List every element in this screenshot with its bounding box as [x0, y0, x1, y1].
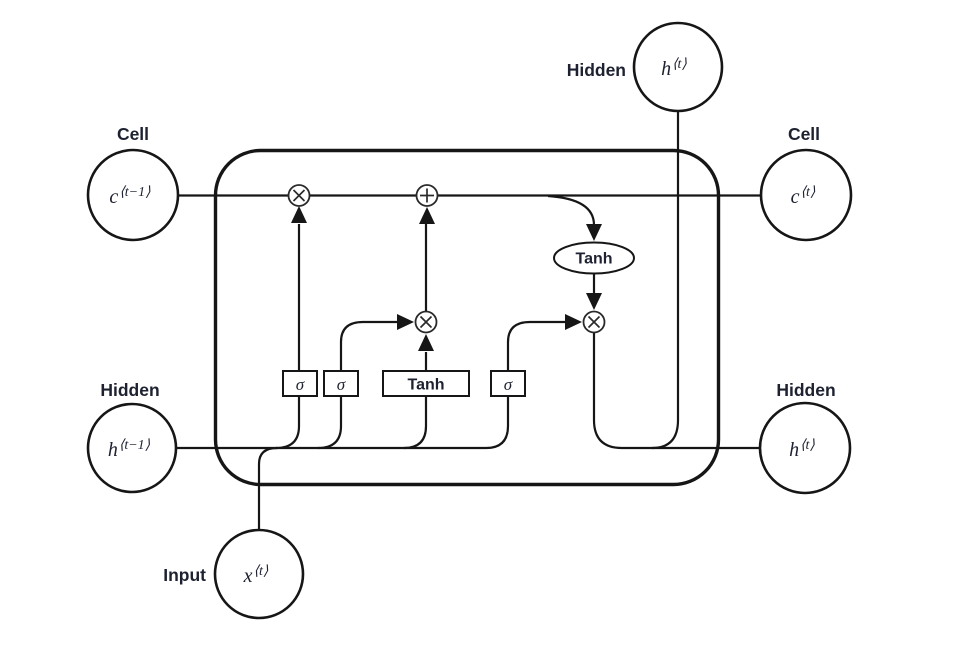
state-value: h⟨t⟩: [661, 57, 687, 80]
state-circle: [759, 148, 853, 242]
forget-multiply-node: [287, 184, 311, 207]
node-label: Input: [163, 565, 206, 585]
input-gate: σ: [323, 370, 359, 397]
node-label: Cell: [117, 124, 149, 144]
state-value: h⟨t⟩: [789, 438, 815, 461]
right-hidden-node: h⟨t⟩ Hidden: [758, 380, 852, 495]
input-node: x⟨t⟩ Input: [163, 528, 305, 620]
input-gate-branch-upper: [339, 320, 398, 371]
arrow-into-forget-multiply: [291, 206, 307, 223]
arrow-into-output-multiply-top: [586, 293, 602, 310]
sigma-box: [490, 370, 526, 397]
cell-tanh-activation: Tanh: [553, 241, 635, 275]
state-circle: [632, 21, 724, 113]
left-cell-node: c⟨t−1⟩ Cell: [86, 124, 180, 242]
node-label: Hidden: [567, 60, 626, 80]
node-label: Hidden: [776, 380, 835, 400]
forget-gate: σ: [282, 370, 318, 397]
state-value: c⟨t−1⟩: [109, 185, 151, 208]
arrow-into-output-multiply-left: [565, 314, 582, 330]
sigma-label: σ: [296, 375, 305, 394]
node-label: Hidden: [100, 380, 159, 400]
sigma-box: [323, 370, 359, 397]
tanh-label: Tanh: [575, 251, 612, 268]
tanh-box: [382, 370, 470, 397]
lstm-cell-boundary: [213, 148, 721, 487]
output-gate: σ: [490, 370, 526, 397]
output-multiply-node: [582, 310, 606, 334]
state-value: c⟨t⟩: [791, 185, 816, 208]
arrowheads: [291, 206, 602, 351]
sigma-label: σ: [504, 375, 513, 394]
forget-branch-lower: [275, 396, 301, 450]
node-label: Cell: [788, 124, 820, 144]
input-gate-branch-lower: [317, 396, 343, 450]
wires: [176, 111, 761, 530]
tanh-ellipse: [553, 241, 635, 275]
cell-add-node: [415, 184, 439, 207]
hidden-top-branch: [651, 111, 680, 450]
state-circle: [86, 402, 178, 494]
sigma-box: [282, 370, 318, 397]
top-hidden-node: h⟨t⟩ Hidden: [567, 21, 724, 113]
cell-to-tanh-branch: [547, 194, 596, 226]
candidate-branch-lower: [403, 396, 428, 450]
add-icon: [420, 188, 434, 203]
arrow-into-tanh-ellipse: [586, 224, 602, 241]
multiply-icon: [587, 315, 601, 329]
arrow-into-input-multiply-bottom: [418, 334, 434, 351]
output-gate-branch-lower: [485, 397, 510, 450]
state-value: x⟨t⟩: [243, 564, 269, 587]
tanh-label: Tanh: [407, 377, 444, 394]
left-hidden-node: h⟨t−1⟩ Hidden: [86, 380, 178, 494]
multiply-icon: [419, 315, 433, 329]
sigma-label: σ: [337, 375, 346, 394]
state-value: h⟨t−1⟩: [108, 438, 151, 461]
multiply-icon: [292, 189, 306, 202]
state-circle: [86, 148, 180, 242]
arrow-into-add: [419, 207, 435, 224]
hidden-output-line: [592, 333, 761, 450]
input-line: [257, 446, 278, 530]
candidate-gate: Tanh: [382, 370, 470, 397]
output-gate-branch-upper: [506, 320, 566, 371]
arrow-into-input-multiply-left: [397, 314, 414, 330]
state-circle: [213, 528, 305, 620]
input-multiply-node: [414, 310, 438, 334]
state-circle: [758, 401, 852, 495]
right-cell-node: c⟨t⟩ Cell: [759, 124, 853, 242]
